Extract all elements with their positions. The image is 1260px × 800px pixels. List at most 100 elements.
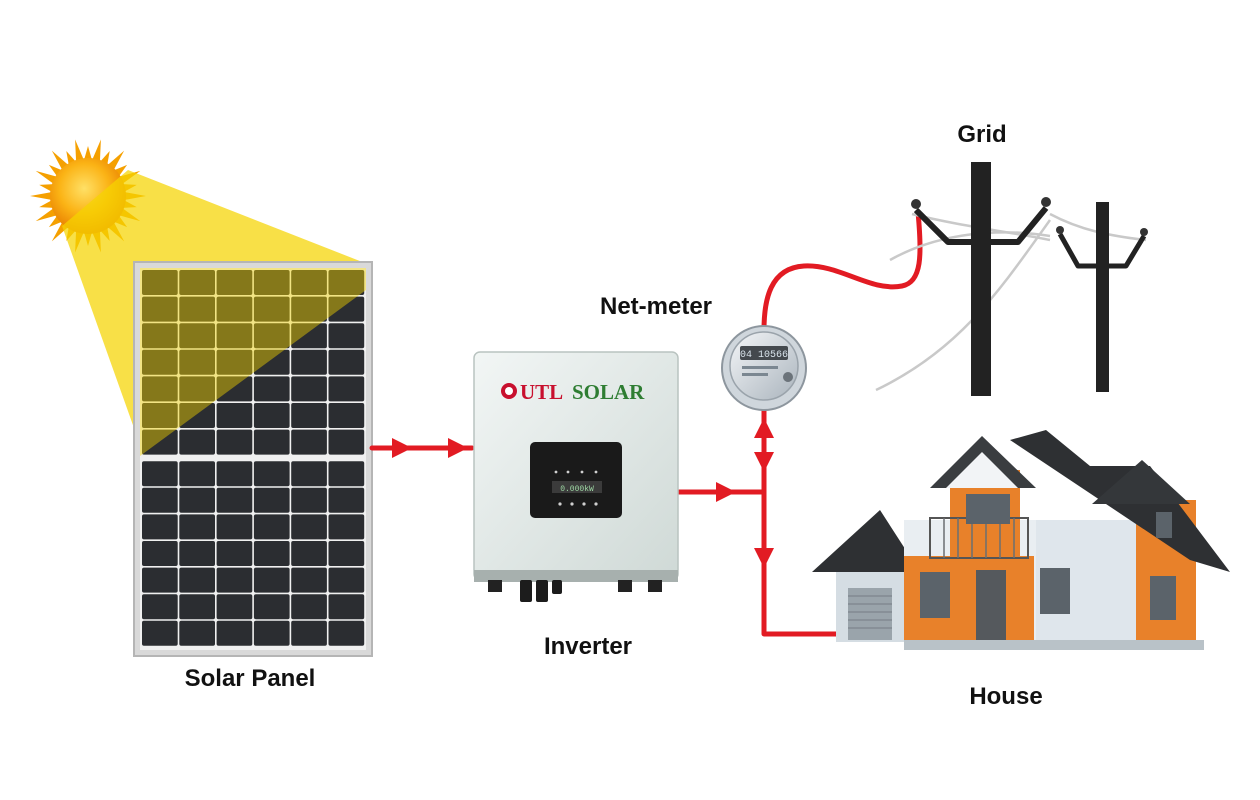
panel-cell [216,296,253,322]
panel-cell [179,541,215,566]
panel-cell [253,567,290,593]
panel-cell [142,620,178,646]
sun-ray [39,184,55,192]
panel-cell [179,620,215,646]
panel-cell [328,620,365,646]
sun-ray [83,146,93,161]
panel-cell [291,270,327,295]
panel-cell [179,403,215,428]
house-icon [812,430,1230,650]
panel-cell [291,296,327,322]
panel-cell [291,349,327,375]
utility-pole-icon [875,162,1148,396]
panel-cell [179,349,215,375]
panel-cell [253,376,290,402]
panel-cell [142,514,178,540]
panel-cell [253,296,290,322]
panel-cell [216,403,253,428]
panel-cell [179,376,215,402]
panel-cell [253,541,290,566]
panel-cell [253,620,290,646]
arrow-icon [754,418,774,438]
arrow-icon [448,438,468,458]
panel-cell [216,323,253,349]
panel-cell [142,376,178,402]
arrow-icon [716,482,736,502]
arrow-icon [754,452,774,472]
panel-cell [328,349,365,375]
panel-cell [216,349,253,375]
panel-cell [179,487,215,513]
panel-cell [291,429,327,455]
panel-cell [253,270,290,295]
panel-cell [142,270,178,295]
panel-cell [291,403,327,428]
sun-ray [51,150,69,171]
panel-cell [253,487,290,513]
panel-cell [253,461,290,487]
panel-cell [253,403,290,428]
panel-cell [291,567,327,593]
meter-readout: 04 10566 [740,350,788,361]
sun-ray [35,207,58,222]
panel-cell [216,376,253,402]
panel-cell [216,620,253,646]
panel-cell [291,323,327,349]
panel-cell [179,461,215,487]
panel-cell [291,461,327,487]
panel-cell [216,541,253,566]
panel-cell [216,594,253,620]
panel-cell [291,541,327,566]
panel-cell [142,429,178,455]
panel-cell [142,349,178,375]
panel-cell [179,270,215,295]
solar-panel-label: Solar Panel [185,665,316,692]
panel-cell [291,514,327,540]
panel-cell [291,594,327,620]
panel-cell [142,567,178,593]
net-meter-label: Net-meter [600,293,712,320]
solar-panel-icon [133,261,373,657]
inverter-icon: UTL SOLAR 0.000kW [473,351,679,602]
house-label: House [969,683,1042,710]
panel-cell [142,594,178,620]
panel-cell [253,349,290,375]
panel-cell [142,323,178,349]
sun-ray [35,170,58,185]
panel-cell [142,541,178,566]
sun-ray [92,139,101,163]
panel-cell [216,514,253,540]
panel-cell [253,323,290,349]
panel-cell [253,594,290,620]
panel-cell [216,567,253,593]
panel-cell [328,270,365,295]
panel-cell [253,514,290,540]
sun-ray [39,200,55,208]
panel-cell [142,487,178,513]
panel-cell [328,296,365,322]
meter-icon: 04 10566 [721,325,807,411]
panel-cell [328,429,365,455]
panel-cell [328,541,365,566]
inverter-brand-utl: UTL [520,380,563,404]
panel-cell [291,487,327,513]
panel-cell [328,487,365,513]
panel-cell [179,323,215,349]
arrow-icon [392,438,412,458]
sun-ray [107,150,125,171]
panel-cell [179,567,215,593]
panel-cell [142,296,178,322]
panel-cell [328,323,365,349]
panel-cell [328,403,365,428]
panel-cell [328,376,365,402]
arrow-icon [754,548,774,568]
panel-cell [179,296,215,322]
panel-cell [179,514,215,540]
panel-cell [216,270,253,295]
panel-cell [179,594,215,620]
panel-cell [216,461,253,487]
panel-cell [179,429,215,455]
panel-cell [216,487,253,513]
grid-label: Grid [957,121,1006,148]
